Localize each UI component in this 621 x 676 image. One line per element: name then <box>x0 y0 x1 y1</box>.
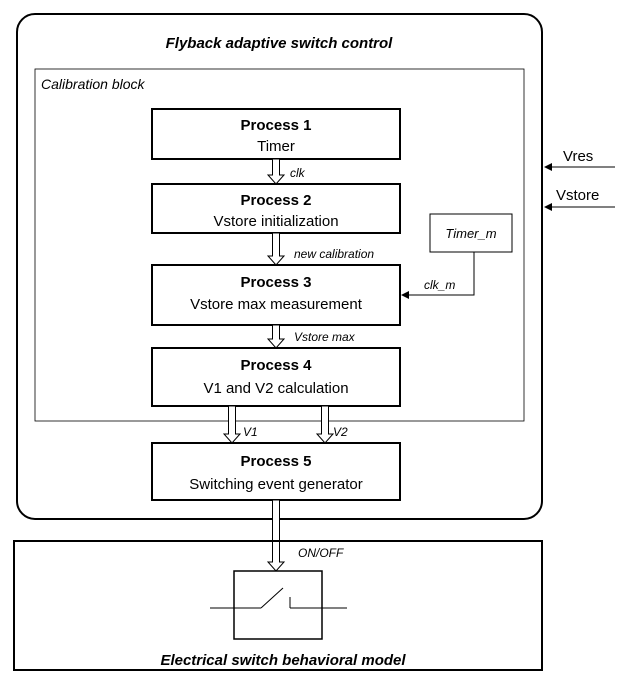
clk-label: clk <box>290 166 306 180</box>
process-1-desc: Timer <box>257 138 295 155</box>
timer-m-box <box>429 213 513 253</box>
arrow-v1 <box>222 405 242 444</box>
process-4-title: Process 4 <box>241 357 313 374</box>
calibration-label: Calibration block <box>41 76 145 92</box>
v1-label: V1 <box>243 425 258 439</box>
vstore-max-label: Vstore max <box>294 330 356 344</box>
vres-label: Vres <box>563 148 593 165</box>
new-calibration-label: new calibration <box>294 247 374 261</box>
process-5-box <box>151 442 401 501</box>
arrow-on-off <box>266 499 286 572</box>
arrow-p1-p2 <box>266 158 286 185</box>
process-5-desc: Switching event generator <box>189 476 362 493</box>
calibration-block <box>34 68 525 422</box>
process-3-box <box>151 264 401 326</box>
process-5-title: Process 5 <box>241 453 312 470</box>
process-2-title: Process 2 <box>241 192 312 209</box>
switch-symbol-box <box>233 570 323 640</box>
arrow-p3-p4 <box>266 324 286 349</box>
switch-icon <box>210 587 347 609</box>
on-off-label: ON/OFF <box>298 546 344 560</box>
process-1-title: Process 1 <box>241 117 312 134</box>
vstore-label: Vstore <box>556 187 599 204</box>
hollow-arrows <box>222 158 335 572</box>
process-3-desc: Vstore max measurement <box>190 296 363 313</box>
process-3-title: Process 3 <box>241 274 312 291</box>
arrow-p2-p3 <box>266 232 286 266</box>
control-title: Flyback adaptive switch control <box>166 35 394 52</box>
arrow-v2 <box>315 405 335 444</box>
process-4-box <box>151 347 401 407</box>
switch-model-title: Electrical switch behavioral model <box>160 652 406 669</box>
switch-model-block <box>13 540 543 671</box>
clk-m-line <box>401 252 475 299</box>
process-4-desc: V1 and V2 calculation <box>203 380 348 397</box>
clk-m-label: clk_m <box>424 278 455 292</box>
process-2-desc: Vstore initialization <box>213 213 338 230</box>
timer-m-label: Timer_m <box>445 226 496 241</box>
process-1-box <box>151 108 401 160</box>
v2-label: V2 <box>333 425 348 439</box>
